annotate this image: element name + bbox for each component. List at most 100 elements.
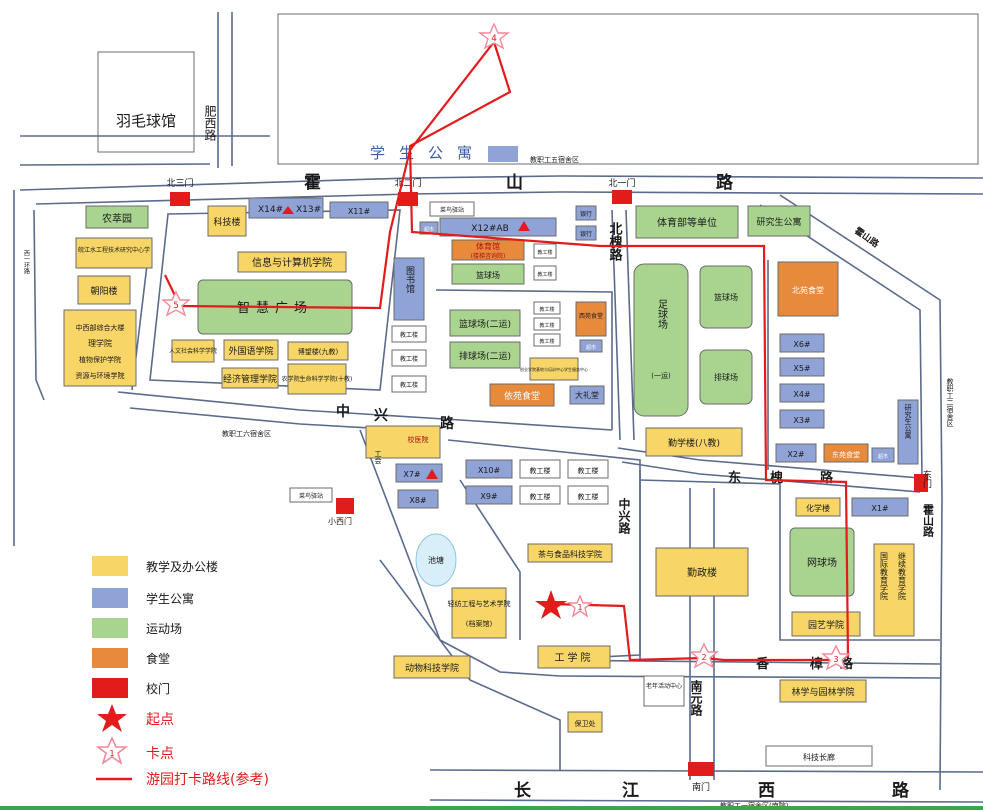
huoshan-road-east-lower-label: 霍山路 — [922, 503, 935, 538]
economics-label: 经济管理学院 — [223, 373, 277, 385]
x6-label: X6# — [793, 340, 811, 349]
x1-label: X1# — [871, 504, 889, 513]
teach-building-3 — [391, 375, 427, 393]
gates: 东门 南门 — [170, 190, 932, 793]
basketball-top-label: 篮球场 — [476, 270, 500, 280]
teach-building-11-label: 教工楼 — [530, 492, 551, 501]
road-east-outer — [779, 194, 943, 791]
chemistry-label: 化学楼 — [806, 503, 830, 513]
huoshan-road-char-1: 霍 — [304, 173, 321, 193]
checkpoint-5: 5 — [161, 290, 191, 317]
agri-college-label: 农学院生命科学学院(十教) — [282, 375, 353, 383]
checkpoint-2-number: 2 — [701, 653, 706, 662]
checkpoint-triangle-x14 — [282, 206, 294, 214]
teach-building-12 — [567, 485, 609, 505]
grad-apartment-label: 研究生公寓 — [756, 216, 801, 228]
library — [393, 257, 425, 321]
resource-institute — [75, 237, 153, 269]
north-gate1-label: 北一门 — [608, 177, 635, 189]
road-zhongxing-a — [117, 391, 613, 431]
tea-food-label: 茶与食品科技学院 — [538, 549, 602, 559]
security-office — [567, 711, 603, 733]
resources-env-label: 资源与环境学院 — [76, 371, 125, 380]
foreign-lang — [223, 339, 279, 361]
dongfeng-road-char-3: 路 — [820, 470, 834, 486]
x11-label: X11# — [348, 207, 371, 216]
checkpoint-triangle-x7 — [426, 469, 438, 479]
gate-little-west — [336, 498, 354, 514]
legend-checkpoint-star-icon — [95, 736, 129, 765]
legend-label-apartment: 学生公寓 — [146, 591, 194, 606]
checkpoint-1-number: 1 — [577, 603, 582, 612]
little-west-gate-label: 小西门 — [328, 516, 352, 526]
union-label: 工会 — [374, 450, 382, 465]
teach-building-10 — [567, 459, 609, 479]
x7-label: X7# — [403, 470, 421, 479]
huoshan-road-char-3: 路 — [716, 172, 734, 193]
road-changjiang-bottom — [429, 799, 983, 803]
volleyball-east-label: 排球场 — [714, 372, 738, 382]
forestry-label: 林学与园林学院 — [791, 686, 854, 698]
gate-east — [914, 474, 928, 492]
road-west-inner — [33, 209, 45, 401]
west-road-label: 西一环路 — [23, 250, 30, 275]
teach-building-1-label: 教工楼 — [400, 331, 418, 339]
info-college — [237, 251, 347, 273]
supermarket-mid-label: 超市 — [586, 344, 596, 351]
road-mid-diag — [459, 479, 521, 640]
horticulture-label: 园艺学院 — [808, 619, 844, 631]
hospital-label: 校医院 — [408, 435, 429, 444]
legend-item-gate: 校门 — [92, 678, 170, 698]
notice-label: 创业学院基地与培训中心学生服务中心 — [520, 366, 588, 372]
staff-area5-label: 教职工五宿舍区 — [530, 155, 579, 164]
pe-dept-label: 体育部等单位 — [657, 216, 717, 229]
resource-institute-label: 皖江水工程技术研究中心学 — [78, 246, 150, 254]
badminton-label: 羽毛球馆 — [116, 112, 176, 130]
supermarket-east — [871, 447, 895, 463]
gate-north3 — [170, 192, 190, 206]
elder-center-label: 老年活动中心 — [646, 682, 682, 690]
legend-item-apartment: 学生公寓 — [92, 588, 194, 608]
union-hospital — [365, 425, 441, 459]
foreign-lang-label: 外国语学院 — [228, 345, 273, 357]
road-east-inner — [759, 204, 923, 481]
x8-label: X8# — [409, 496, 427, 505]
north-canteen-label: 北苑食堂 — [792, 285, 824, 295]
legend-background — [0, 546, 300, 810]
nanyuan-road-label: 南元路 — [689, 679, 703, 717]
legend: 教学及办公楼 学生公寓 运动场 食堂 校门 起点 1 卡点 游园打卡路线(参考) — [0, 546, 300, 810]
cainiao-station — [429, 201, 475, 217]
tech-corridor-label: 科技长廊 — [803, 752, 835, 762]
checkpoint-star-icon — [821, 644, 851, 671]
legend-label-canteen: 食堂 — [146, 651, 170, 666]
legend-label-gate: 校门 — [146, 681, 170, 696]
animal-college — [393, 655, 471, 679]
supermarket-mid — [579, 339, 603, 353]
security-label: 保卫处 — [575, 719, 596, 728]
volleyball2-label: 排球场(二运) — [459, 350, 511, 362]
science-college-label: 理学院 — [88, 338, 112, 348]
bank-2 — [575, 225, 597, 241]
teach-building-8 — [533, 333, 561, 347]
start-star — [535, 590, 567, 619]
road-xiangzhang-b — [559, 675, 941, 679]
road-top-left — [19, 163, 211, 166]
xiangzhang-road-char-1: 香 — [755, 656, 770, 672]
north-huai-road-label: 北槐路 — [607, 222, 624, 261]
changjiang-road-char-1: 长 — [514, 780, 532, 801]
info-college-label: 信息与计算机学院 — [252, 256, 332, 269]
xihe-canteen — [575, 301, 607, 337]
gym-sub-label: (楼梯咨询院) — [471, 252, 506, 260]
zhongxing-road-char-1: 中 — [336, 403, 350, 420]
economics — [221, 367, 279, 389]
pond — [415, 533, 457, 587]
light-textile-label: 轻纺工程与艺术学院 — [448, 599, 511, 608]
gate-north2 — [398, 192, 418, 206]
road-huoshan-bottom — [35, 191, 983, 205]
road-sw-diag2 — [379, 559, 561, 770]
north-gate3-label: 北三门 — [166, 177, 193, 189]
checkpoint-triangle-x12 — [518, 221, 530, 231]
x4-label: X4# — [793, 390, 811, 399]
checkpoint-4: 4 — [477, 22, 511, 50]
changjiang-road-char-4: 路 — [892, 780, 910, 801]
